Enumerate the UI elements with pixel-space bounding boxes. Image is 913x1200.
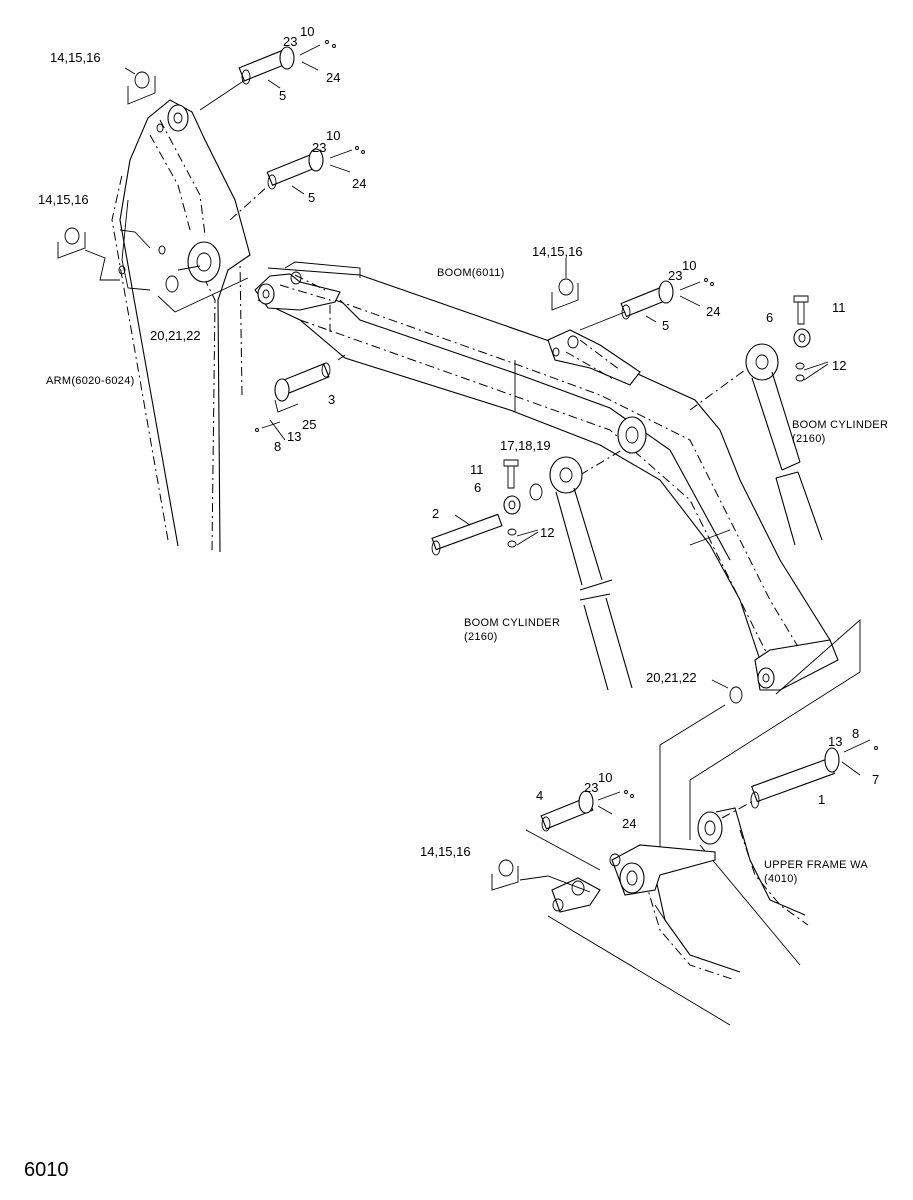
label-foot-pin-plate: 25: [302, 417, 316, 432]
label-boom-top-bushing: 23: [668, 268, 682, 283]
label-frame-pin-washer: 8: [852, 726, 859, 741]
label-frame-pin-plate: 7: [872, 772, 879, 787]
arm-foot-seal-group: [157, 265, 249, 313]
label-arm-mid-bushing: 23: [312, 140, 326, 155]
label-boom-cylinder-right-1: BOOM CYLINDER: [792, 419, 888, 431]
label-boom-top-retainer: 24: [706, 304, 720, 319]
label-cyl-right-bushing: 6: [766, 310, 773, 325]
label-boom-top-bolt: 10: [682, 258, 696, 273]
arm-top-pin-group: [124, 40, 336, 111]
label-frame-pin: 1: [818, 792, 825, 807]
label-arm-top-pin: 5: [279, 88, 286, 103]
label-boom-cylinder-left-2: (2160): [464, 631, 498, 643]
label-arm-top-bushing: 23: [283, 34, 297, 49]
label-cyl-left-nut: 12: [540, 525, 554, 540]
upper-frame-drawing: [491, 739, 878, 1026]
label-cyl-left-bolt: 11: [470, 462, 484, 477]
boom-top-pin-group: [551, 258, 714, 331]
label-cyl-left-pin: 2: [432, 506, 439, 521]
label-frame-left-retainer: 24: [622, 816, 636, 831]
label-frame-left-bushing: 23: [584, 780, 598, 795]
label-frame-o-ring: 14,15,16: [420, 844, 471, 859]
label-upper-frame-1: UPPER FRAME WA: [764, 859, 868, 871]
boom-cylinder-right-drawing: [689, 295, 829, 546]
label-upper-frame-2: (4010): [764, 873, 798, 885]
label-arm-part: ARM(6020-6024): [46, 375, 135, 387]
label-cyl-right-bolt: 11: [832, 300, 846, 315]
label-boom-top-o-ring: 14,15,16: [532, 244, 583, 259]
label-boom-cylinder-right-2: (2160): [792, 433, 826, 445]
label-arm-top-o-ring: 14,15,16: [50, 50, 101, 65]
label-foot-pin-washer: 8: [274, 439, 281, 454]
label-boom-part: BOOM(6011): [437, 267, 505, 279]
label-boom-top-pin: 5: [662, 318, 669, 333]
arm-drawing: [111, 99, 251, 553]
label-arm-mid-retainer: 24: [352, 176, 366, 191]
label-arm-left-o-ring: 14,15,16: [38, 192, 89, 207]
arm-mid-pin-group: [57, 146, 365, 281]
foot-pin-group: [255, 354, 346, 441]
label-arm-mid-bolt: 10: [326, 128, 340, 143]
label-foot-pin-bolt: 13: [287, 429, 301, 444]
page-number: 6010: [24, 1159, 69, 1181]
label-arm-mid-pin: 5: [308, 190, 315, 205]
boom-foot-seal-group: [659, 619, 861, 850]
label-layer: 14,15,16 23 10 24 5 23 10 24 5 14,15,16 …: [24, 24, 888, 1181]
boom-cylinder-left-drawing: [431, 449, 633, 691]
label-boom-cylinder-left-1: BOOM CYLINDER: [464, 617, 560, 629]
label-cyl-left-bushing: 6: [474, 480, 481, 495]
label-arm-top-bolt: 10: [300, 24, 314, 39]
label-cyl-left-seal: 17,18,19: [500, 438, 551, 453]
boom-drawing: [254, 261, 839, 691]
label-frame-left-bolt: 10: [598, 770, 612, 785]
label-cyl-right-nut: 12: [832, 358, 846, 373]
label-boom-foot-seal: 20,21,22: [646, 670, 697, 685]
label-arm-top-retainer: 24: [326, 70, 340, 85]
label-frame-pin-bolt: 13: [828, 734, 842, 749]
label-frame-left-pin: 4: [536, 788, 543, 803]
label-foot-pin: 3: [328, 392, 335, 407]
label-arm-foot-seal: 20,21,22: [150, 328, 201, 343]
